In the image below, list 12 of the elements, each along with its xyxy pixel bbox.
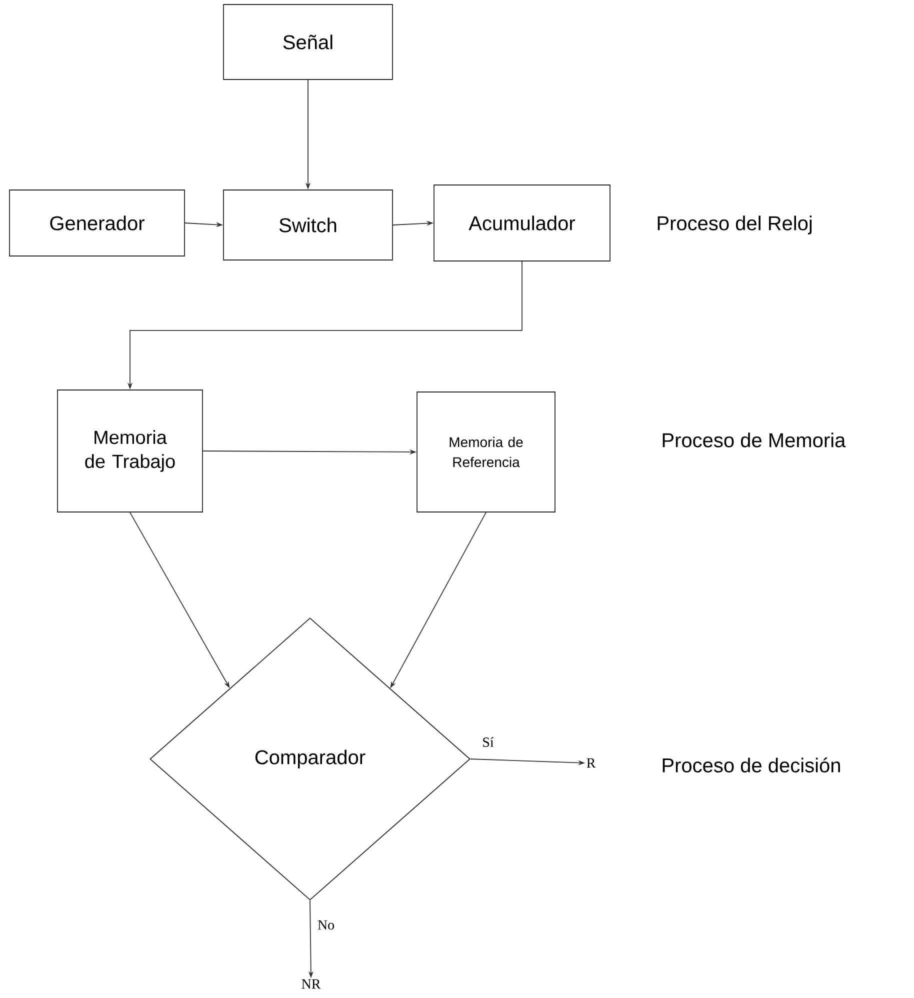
process-box: Generador [9, 190, 185, 256]
process-box: Switch [223, 190, 393, 260]
process-box: Memoria de Referencia [416, 392, 556, 512]
section-label: Proceso de decisión [662, 758, 840, 772]
edge-label: Sí [481, 736, 495, 748]
output-label: R [586, 758, 596, 768]
section-label: Proceso de Memoria [662, 432, 846, 448]
output-label: NR [302, 979, 321, 989]
process-box: Señal [223, 4, 393, 80]
process-box: Memoria de Trabajo [57, 390, 203, 512]
section-label: Proceso del Reloj [658, 216, 812, 234]
process-box: Acumulador [434, 184, 610, 262]
